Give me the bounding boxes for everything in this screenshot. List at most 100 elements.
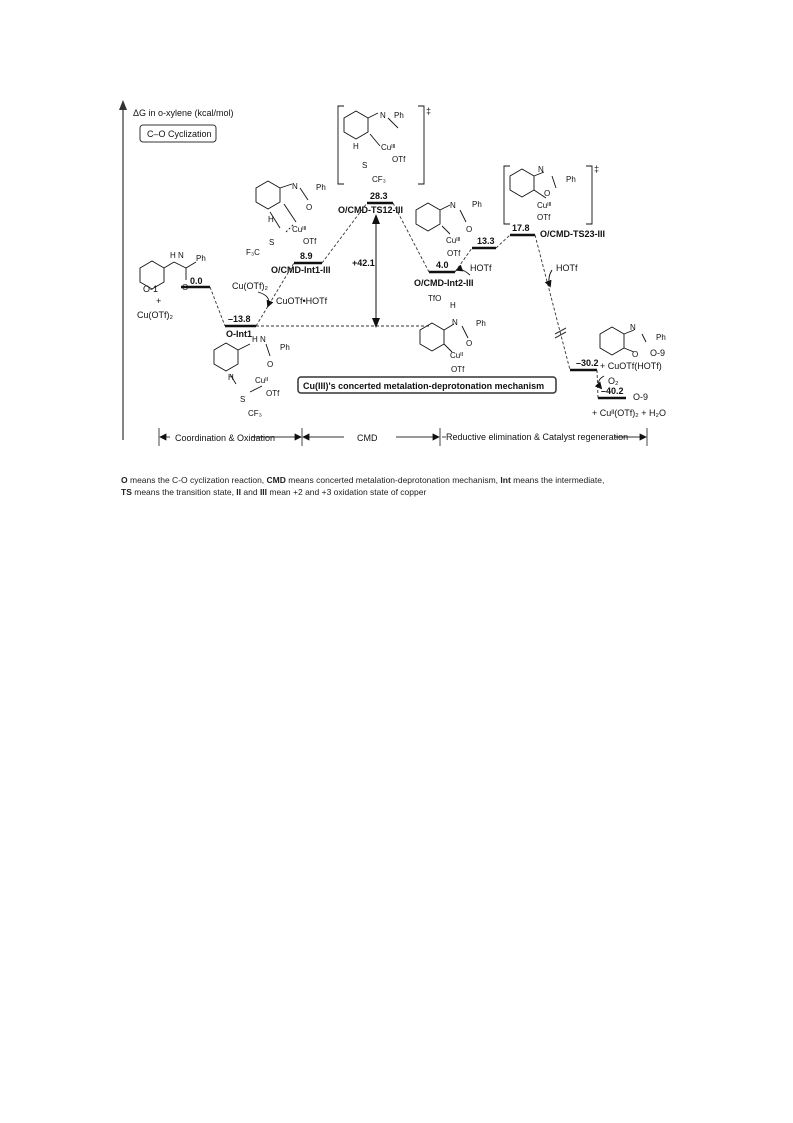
stage-cmd: CMD: [357, 433, 378, 443]
struct-o9-o: O: [632, 350, 638, 359]
o1-name: O-1: [143, 284, 158, 294]
struct-o9-n: N: [630, 323, 636, 332]
structure-int2: [415, 202, 467, 235]
cuotf-hotf-byproduct: + CuOTf(HOTf): [600, 361, 662, 371]
o2-arrow-icon: [594, 375, 605, 390]
structure-ts12: [337, 105, 425, 185]
structure-int1: [213, 342, 271, 393]
caption-line-1: O means the C-O cyclization reaction, CM…: [121, 475, 605, 485]
struct-int1iii-s: S: [269, 238, 274, 247]
y-axis-arrow-icon: [119, 100, 127, 110]
struct-ts23-o: O: [544, 189, 550, 198]
struct-ts12-h: H: [353, 142, 359, 151]
struct-int2ii-n: N: [452, 318, 458, 327]
struct-ts12-s: S: [362, 161, 367, 170]
struct-ts12-n: N: [380, 111, 386, 120]
level-13-3-value: 13.3: [477, 236, 495, 246]
structure-ts23: [503, 165, 593, 225]
level-ts23-value: 17.8: [512, 223, 530, 233]
struct-int1iii-cu: Cuᴵᴵᴵ: [292, 225, 306, 234]
stage-reductive: Reductive elimination & Catalyst regener…: [446, 432, 628, 442]
struct-int2-o: O: [466, 225, 472, 234]
level-ts12-name: O/CMD-TS12-III: [338, 205, 403, 215]
struct-ts12-dagger: ‡: [426, 106, 431, 116]
struct-o1-nh: H N: [170, 251, 184, 260]
cuotf2-reactant: Cu(OTf)₂: [137, 310, 173, 320]
struct-int1iii-h: H: [268, 215, 274, 224]
struct-int2-ph: Ph: [472, 200, 482, 209]
mechanism-box: [297, 376, 557, 394]
hotf-label-a: HOTf: [470, 263, 492, 273]
structure-int1iii: [255, 180, 309, 233]
structure-int2-ii: [419, 322, 469, 353]
struct-int1iii-n: N: [292, 182, 298, 191]
struct-int1iii-ph: Ph: [316, 183, 326, 192]
stage-coordination: Coordination & Oxidation: [175, 433, 275, 443]
struct-ts12-cf3: CF₃: [372, 175, 386, 184]
cuotf2-oxidant: Cu(OTf)₂: [232, 281, 268, 291]
struct-o9-ph: Ph: [656, 333, 666, 342]
struct-ts23-cu: Cuᴵᴵᴵ: [537, 201, 551, 210]
o2-label: O₂: [608, 376, 619, 386]
level-neg30-value: –30.2: [576, 358, 599, 368]
level-int2-value: 4.0: [436, 260, 449, 270]
level-ts12-value: 28.3: [370, 191, 388, 201]
struct-ts23-ph: Ph: [566, 175, 576, 184]
struct-ts12-cu: Cuᴵᴵᴵ: [381, 143, 395, 152]
cuotf-hotf-label: CuOTf•HOTf: [276, 296, 328, 306]
hotf-arrow-icon: [455, 264, 471, 276]
struct-int1-otf: OTf: [266, 389, 280, 398]
level-int1-name: O-Int1: [226, 329, 252, 339]
o9-label-b: O-9: [633, 392, 648, 402]
struct-int1-cu: Cuᴵᴵ: [255, 376, 268, 385]
struct-int1iii-f3c: F₃C: [246, 248, 260, 257]
barrier-arrow-down-icon: [372, 318, 380, 328]
struct-ts23-n: N: [538, 165, 544, 174]
struct-int2-otf: OTf: [447, 249, 461, 258]
struct-int2ii-otf: OTf: [451, 365, 465, 374]
barrier-arrow-up-icon: [372, 214, 380, 224]
structure-o9: [599, 326, 647, 356]
curved-arrow-icon: [257, 291, 274, 308]
title-box: [139, 124, 217, 143]
o9-label-a: O-9: [650, 348, 665, 358]
level-int2-name: O/CMD-Int2-III: [414, 278, 474, 288]
struct-int2-cu: Cuᴵᴵᴵ: [446, 236, 460, 245]
struct-ts12-otf: OTf: [392, 155, 406, 164]
hotf-label-b: HOTf: [556, 263, 578, 273]
struct-int1-nh: H N: [252, 335, 266, 344]
struct-int1iii-otf: OTf: [303, 237, 317, 246]
struct-ts23-dagger: ‡: [594, 164, 599, 174]
struct-int2ii-ph: Ph: [476, 319, 486, 328]
title-box-text: C–O Cyclization: [147, 129, 212, 139]
final-products: + Cuᴵᴵ(OTf)₂ + H₂O: [592, 408, 666, 418]
level-neg40-value: –40.2: [601, 386, 624, 396]
struct-ts12-ph: Ph: [394, 111, 404, 120]
figure-caption: O means the C-O cyclization reaction, CM…: [121, 474, 681, 498]
struct-int1-s: S: [240, 395, 245, 404]
struct-int2ii-o: O: [466, 339, 472, 348]
level-o1-value: 0.0: [190, 276, 203, 286]
level-ts23-name: O/CMD-TS23-III: [540, 229, 605, 239]
level-int1iii-name: O/CMD-Int1-III: [271, 265, 331, 275]
struct-int2-n: N: [450, 201, 456, 210]
y-axis-label: ΔG in o-xylene (kcal/mol): [133, 108, 234, 118]
level-int1iii-value: 8.9: [300, 251, 313, 261]
struct-int2ii-cu: Cuᴵᴵ: [450, 351, 463, 360]
level-int1-value: –13.8: [228, 314, 251, 324]
barrier-value: +42.1: [352, 258, 375, 268]
connectors: [209, 202, 599, 399]
struct-ts23-otf: OTf: [537, 213, 551, 222]
struct-o1-o: O: [182, 283, 188, 292]
struct-int1-h: H: [228, 373, 234, 382]
mechanism-box-text: Cu(III)'s concerted metalation-deprotona…: [303, 381, 544, 391]
struct-int2ii-h: H: [450, 301, 456, 310]
struct-o1-ph: Ph: [196, 254, 206, 263]
struct-int1-ph: Ph: [280, 343, 290, 352]
caption-line-2: TS means the transition state, II and II…: [121, 487, 427, 497]
axis-break-icon: [554, 327, 567, 339]
hotf-arrow-b-icon: [544, 269, 553, 288]
struct-int2ii-tfo: TfO: [428, 294, 441, 303]
stage-bar: [158, 428, 648, 446]
plus-sign: +: [156, 296, 161, 306]
